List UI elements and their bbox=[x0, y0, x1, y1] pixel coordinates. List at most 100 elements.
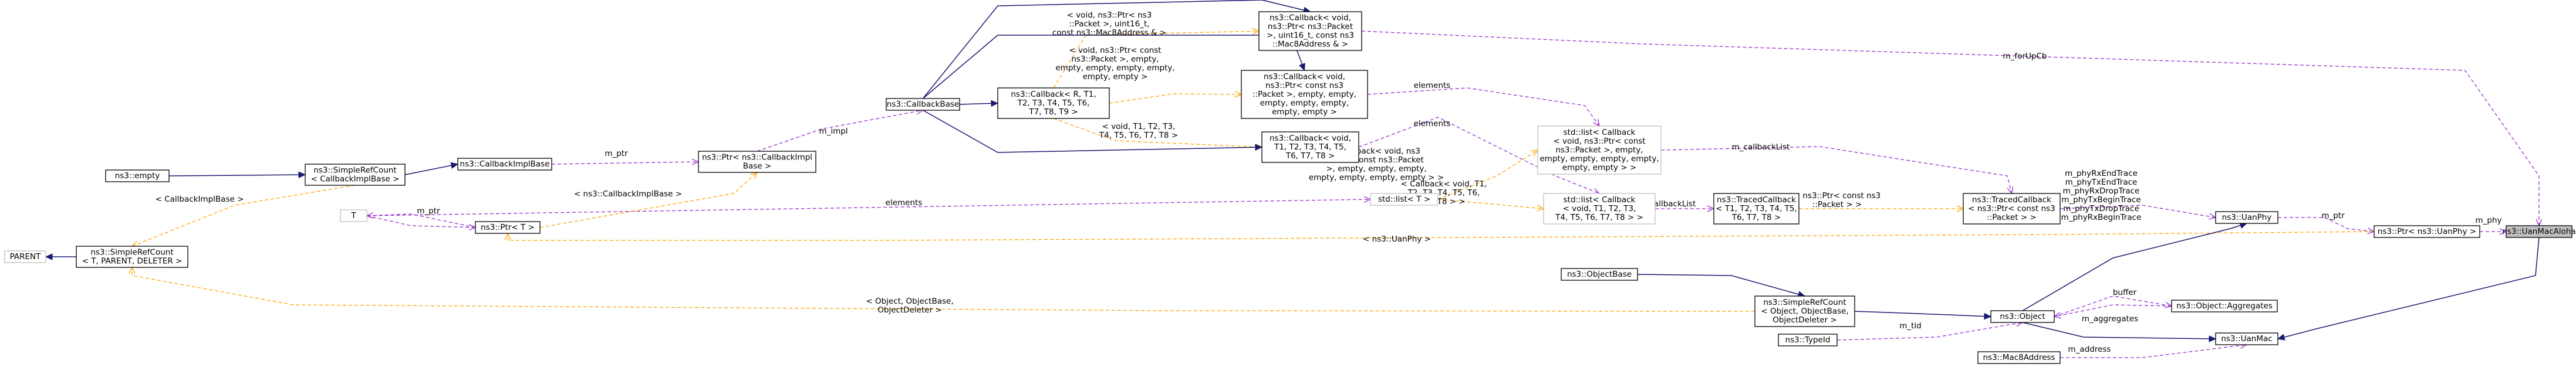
edge-srccib-cib bbox=[404, 164, 458, 175]
node-label: ns3::empty bbox=[115, 171, 160, 181]
edge-uanphy-ptr-label: m_ptr bbox=[2321, 211, 2345, 220]
node-callback-void-packet[interactable]: ns3::Callback< void,ns3::Ptr< const ns3:… bbox=[1241, 70, 1368, 119]
node-label-line: ns3::SimpleRefCount bbox=[90, 248, 173, 257]
node-label-line: empty, empty, empty, bbox=[1260, 98, 1349, 108]
node-uanmacaloha[interactable]: ns3::UanMacAloha bbox=[2502, 225, 2576, 238]
node-callback-r[interactable]: ns3::Callback< R, T1,T2, T3, T4, T5, T6,… bbox=[997, 87, 1110, 119]
edge-ptr-t-label: m_ptr bbox=[417, 206, 440, 216]
node-label-line: < T1, T2, T3, T4, T5, bbox=[1716, 204, 1797, 213]
node-label: ns3::UanMacAloha bbox=[2502, 227, 2575, 236]
node-box bbox=[997, 87, 1110, 119]
edge-tpl-ptr-cib bbox=[539, 172, 758, 228]
node-label-line: ns3::UanPhy bbox=[2222, 213, 2272, 222]
edge-address-label: m_address bbox=[2068, 345, 2111, 354]
edge-tpl-traced-label: < ns3::Ptr< const ns3::Packet > > bbox=[1794, 191, 1881, 209]
edge-object-uanmac-arrowhead bbox=[2209, 335, 2217, 342]
edge-label-line: m_ptr bbox=[605, 149, 628, 158]
node-label-line: empty, empty > bbox=[1272, 107, 1337, 117]
node-uanphy[interactable]: ns3::UanPhy bbox=[2215, 211, 2278, 224]
edge-aggregates-object bbox=[2054, 304, 2172, 317]
node-stdlist-callback-packet: std::list< Callback< void, ns3::Ptr< con… bbox=[1537, 125, 1662, 175]
edge-elements-t bbox=[366, 199, 1371, 216]
node-label: ns3::UanMac bbox=[2221, 334, 2272, 344]
edge-label-line: elements bbox=[1414, 81, 1451, 90]
node-label: ns3::TracedCallback< ns3::Ptr< const ns3… bbox=[1968, 195, 2055, 222]
edge-label-line: ::Packet >, uint16_t, bbox=[1069, 19, 1149, 29]
node-uanmac[interactable]: ns3::UanMac bbox=[2215, 332, 2278, 345]
node-simplerefcount-cib[interactable]: ns3::SimpleRefCount< CallbackImplBase > bbox=[305, 164, 406, 186]
node-label-line: ns3::TracedCallback bbox=[1717, 195, 1796, 205]
node-object[interactable]: ns3::Object bbox=[1990, 310, 2055, 323]
edge-t-ptr bbox=[366, 213, 476, 228]
node-label: std::list< Callback< void, T1, T2, T3,T4… bbox=[1555, 195, 1643, 222]
edge-forupcb bbox=[1361, 30, 2540, 226]
edge-cblist-packet-label: m_callbackList bbox=[1732, 142, 1790, 152]
edge-label-line: buffer bbox=[2113, 288, 2137, 297]
edge-elements-packet bbox=[1367, 87, 1600, 127]
edge-cbbase-forupcb bbox=[922, 0, 1311, 99]
node-label-line: ns3::Callback< R, T1, bbox=[1011, 90, 1096, 99]
node-label-line: ns3::ObjectBase bbox=[1567, 270, 1632, 279]
node-label: std::list< Callback< void, ns3::Ptr< con… bbox=[1539, 128, 1659, 172]
edge-tpl-cb-packet bbox=[1109, 93, 1242, 104]
edge-parent-arrowhead bbox=[45, 253, 53, 260]
node-label-line: < T, PARENT, DELETER > bbox=[82, 257, 183, 266]
node-objectbase[interactable]: ns3::ObjectBase bbox=[1561, 268, 1638, 281]
node-label-line: < void, T1, T2, T3, bbox=[1563, 204, 1636, 213]
edge-label-line: < Callback< void, T1, bbox=[1401, 179, 1487, 189]
node-stdlist-t: std::list< T > bbox=[1370, 193, 1439, 206]
edge-label-line: m_address bbox=[2068, 345, 2111, 354]
edge-traces-arrowhead bbox=[2209, 213, 2217, 220]
node-box bbox=[1241, 70, 1368, 119]
edge-impl bbox=[757, 110, 923, 152]
node-label-line: ns3::TypeId bbox=[1785, 335, 1831, 345]
node-box bbox=[2215, 211, 2278, 224]
node-stdlist-callback-generic: std::list< Callback< void, T1, T2, T3,T4… bbox=[1543, 193, 1656, 225]
node-callbackimplbase[interactable]: ns3::CallbackImplBase bbox=[457, 158, 552, 171]
node-label-line: ns3::UanMacAloha bbox=[2502, 227, 2575, 236]
node-typeid[interactable]: ns3::TypeId bbox=[1778, 334, 1838, 346]
edge-elements-generic-label: elements bbox=[1414, 119, 1451, 128]
edge-tpl-cb-generic bbox=[1053, 118, 1262, 148]
node-simplerefcount-object[interactable]: ns3::SimpleRefCount< Object, ObjectBase,… bbox=[1754, 295, 1855, 327]
node-callback-void-generic[interactable]: ns3::Callback< void,T1, T2, T3, T4, T5,T… bbox=[1261, 131, 1359, 163]
node-box bbox=[1561, 268, 1638, 281]
node-label-line: < Object, ObjectBase, bbox=[1761, 307, 1848, 316]
node-label: ns3::CallbackBase bbox=[887, 100, 959, 109]
node-simplerefcount-tpl[interactable]: ns3::SimpleRefCount< T, PARENT, DELETER … bbox=[76, 246, 188, 268]
edge-label-line: m_forUpCb bbox=[2003, 52, 2047, 61]
edge-label-line: m_phyTxBeginTrace bbox=[2061, 195, 2141, 205]
node-empty[interactable]: ns3::empty bbox=[105, 169, 170, 182]
edge-tpl-stdlist-generic bbox=[1437, 199, 1544, 209]
node-box bbox=[1713, 193, 1800, 225]
node-tracedcallback-generic[interactable]: ns3::TracedCallback< T1, T2, T3, T4, T5,… bbox=[1713, 193, 1800, 225]
node-ptr-t[interactable]: ns3::Ptr< T > bbox=[475, 221, 541, 234]
node-tracedcallback-packet[interactable]: ns3::TracedCallback< ns3::Ptr< const ns3… bbox=[1963, 193, 2061, 225]
node-label: ns3::Callback< R, T1,T2, T3, T4, T5, T6,… bbox=[1011, 90, 1096, 117]
edge-label-line: m_tid bbox=[1899, 321, 1922, 331]
node-label-line: >, uint16_t, const ns3 bbox=[1267, 31, 1354, 40]
edge-label-line: < CallbackImplBase > bbox=[156, 195, 244, 204]
node-label-line: ns3::Callback< void, bbox=[1270, 134, 1351, 143]
node-label: ns3::Callback< void,ns3::Ptr< const ns3:… bbox=[1252, 72, 1356, 117]
edge-label-line: < void, T1, T2, T3, bbox=[1102, 122, 1176, 131]
node-callbackbase[interactable]: ns3::CallbackBase bbox=[886, 98, 960, 111]
edge-tpl-cib bbox=[131, 185, 356, 247]
edge-cbbase-void-generic-arrowhead bbox=[1255, 144, 1263, 151]
edge-label-line: m_phyRxEndTrace bbox=[2065, 169, 2138, 178]
node-object-aggregates[interactable]: ns3::Object::Aggregates bbox=[2171, 300, 2278, 312]
node-box bbox=[105, 169, 170, 182]
node-label-line: T6, T7, T8 > bbox=[1285, 151, 1335, 161]
edge-address bbox=[2060, 344, 2247, 358]
node-ptr-uanphy[interactable]: ns3::Ptr< ns3::UanPhy > bbox=[2374, 225, 2480, 238]
node-label-line: PARENT bbox=[10, 252, 42, 261]
edge-label-line: elements bbox=[886, 198, 923, 208]
node-label-line: ns3::Object bbox=[2000, 312, 2045, 321]
node-callback-forupcb[interactable]: ns3::Callback< void,ns3::Ptr< ns3::Packe… bbox=[1258, 11, 1362, 51]
node-box bbox=[1977, 351, 2061, 364]
node-mac8address[interactable]: ns3::Mac8Address bbox=[1977, 351, 2061, 364]
